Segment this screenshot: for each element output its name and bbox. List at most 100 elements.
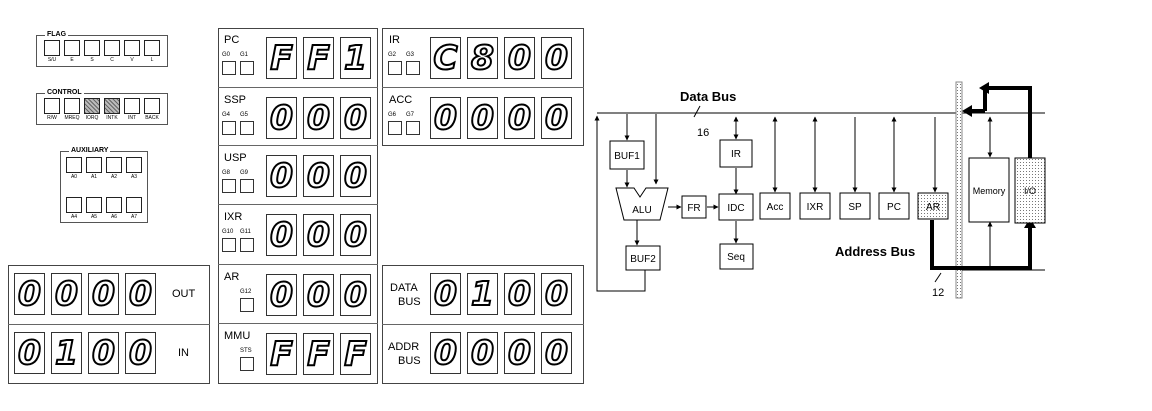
ixr-block: [799, 192, 831, 220]
register-pc-gate-0[interactable]: [222, 61, 236, 75]
register-ixr-gate-1[interactable]: [240, 238, 254, 252]
control-led-2[interactable]: [84, 98, 100, 114]
auxiliary-led-5[interactable]: [86, 197, 102, 213]
data-bus-digit-1: 1: [467, 273, 498, 315]
ir-block: [719, 139, 753, 168]
memory-block: [968, 157, 1010, 223]
in-digit-value: 1: [54, 333, 79, 372]
register-ixr-gate-label-0: G10: [222, 229, 234, 235]
register-acc-digit-3: 0: [541, 97, 572, 139]
register-pc-digit-value: F: [269, 38, 294, 77]
register-usp-digit-value: 0: [306, 156, 331, 195]
control-led-4[interactable]: [124, 98, 140, 114]
out-digit-0: 0: [14, 273, 45, 315]
register-acc-digit-value: 0: [507, 98, 532, 137]
register-acc-gate-1[interactable]: [406, 121, 420, 135]
out-digit-value: 0: [54, 274, 79, 313]
flag-led-4[interactable]: [124, 40, 140, 56]
register-ssp-digit-1: 0: [303, 97, 334, 139]
register-ssp-gate-label-0: G4: [222, 112, 231, 118]
in-digit-value: 0: [128, 333, 153, 372]
flag-led-3[interactable]: [104, 40, 120, 56]
register-usp-digit-value: 0: [269, 156, 294, 195]
register-ar-gate-0[interactable]: [240, 298, 254, 312]
register-pc-gate-1[interactable]: [240, 61, 254, 75]
register-ixr-gate-0[interactable]: [222, 238, 236, 252]
register-usp-digit-value: 0: [343, 156, 368, 195]
register-mmu-digit-1: F: [303, 333, 334, 375]
register-ar-digit-value: 0: [269, 275, 294, 314]
in-digit-value: 0: [17, 333, 42, 372]
register-ir-digit-2: 0: [504, 37, 535, 79]
register-usp-gate-0[interactable]: [222, 179, 236, 193]
in-label: IN: [178, 347, 189, 359]
register-acc-digit-value: 0: [433, 98, 458, 137]
data-bus-display-label-2: BUS: [398, 296, 421, 308]
register-name-mmu: MMU: [224, 330, 251, 342]
control-led-label-0: R/W: [47, 115, 57, 121]
auxiliary-led-2[interactable]: [106, 157, 122, 173]
data-bus-digit-value: 0: [433, 274, 458, 313]
register-ssp-gate-0[interactable]: [222, 121, 236, 135]
register-mmu-gate-label-0: STS: [240, 348, 252, 354]
auxiliary-led-4[interactable]: [66, 197, 82, 213]
control-led-3[interactable]: [104, 98, 120, 114]
flag-led-0[interactable]: [44, 40, 60, 56]
register-ir-gate-1[interactable]: [406, 61, 420, 75]
auxiliary-led-0[interactable]: [66, 157, 82, 173]
auxiliary-led-label-2: A2: [110, 174, 118, 180]
sp-label: SP: [848, 202, 862, 213]
auxiliary-led-3[interactable]: [126, 157, 142, 173]
register-pc-digit-0: F: [266, 37, 297, 79]
addr-bus-digit-3: 0: [541, 332, 572, 374]
data-bus-digit-3: 0: [541, 273, 572, 315]
register-mmu-gate-0[interactable]: [240, 357, 254, 371]
addr-bus-digit-value: 0: [433, 333, 458, 372]
register-pc-digit-1: F: [303, 37, 334, 79]
control-led-5[interactable]: [144, 98, 160, 114]
register-acc-gate-0[interactable]: [388, 121, 402, 135]
register-acc-gate-label-0: G6: [388, 112, 397, 118]
fr-block: [681, 195, 707, 219]
out-digit-3: 0: [125, 273, 156, 315]
ar-label: AR: [926, 202, 940, 213]
sp-block: [839, 192, 871, 220]
register-ssp-gate-1[interactable]: [240, 121, 254, 135]
register-mmu-digit-2: F: [340, 333, 371, 375]
auxiliary-led-label-3: A3: [130, 174, 138, 180]
data-bus-digit-2: 0: [504, 273, 535, 315]
buf1-block: [609, 140, 645, 170]
register-ir-gate-0[interactable]: [388, 61, 402, 75]
register-acc-digit-0: 0: [430, 97, 461, 139]
out-label: OUT: [172, 288, 196, 300]
left-row-divider-5: [218, 323, 378, 324]
data-bus-digit-value: 0: [544, 274, 569, 313]
auxiliary-led-1[interactable]: [86, 157, 102, 173]
auxiliary-led-6[interactable]: [106, 197, 122, 213]
auxiliary-led-7[interactable]: [126, 197, 142, 213]
register-usp-digit-0: 0: [266, 155, 297, 197]
register-ixr-digit-value: 0: [343, 215, 368, 254]
left-register-column: [218, 28, 378, 384]
register-name-usp: USP: [224, 152, 247, 164]
register-ar-gate-label-0: G12: [240, 289, 252, 295]
control-led-1[interactable]: [64, 98, 80, 114]
auxiliary-led-label-6: A6: [110, 214, 118, 220]
control-led-0[interactable]: [44, 98, 60, 114]
register-ixr-digit-0: 0: [266, 214, 297, 256]
flag-led-label-1: E: [70, 57, 74, 63]
flag-led-2[interactable]: [84, 40, 100, 56]
ixr-label: IXR: [807, 202, 824, 213]
pc-block: [878, 192, 910, 220]
auxiliary-led-label-0: A0: [70, 174, 78, 180]
ir-label: IR: [731, 149, 741, 160]
register-usp-gate-1[interactable]: [240, 179, 254, 193]
flag-led-1[interactable]: [64, 40, 80, 56]
out-digit-value: 0: [17, 274, 42, 313]
flag-led-5[interactable]: [144, 40, 160, 56]
data-bus-digit-0: 0: [430, 273, 461, 315]
cpu-block-diagram: BUF1 ALU BUF2 FR IR IDC Seq Acc IXR SP P…: [594, 81, 1046, 299]
bus-divider: [382, 324, 584, 325]
data-bus-label: Data Bus: [680, 89, 736, 104]
register-ir-digit-value: 0: [507, 38, 532, 77]
